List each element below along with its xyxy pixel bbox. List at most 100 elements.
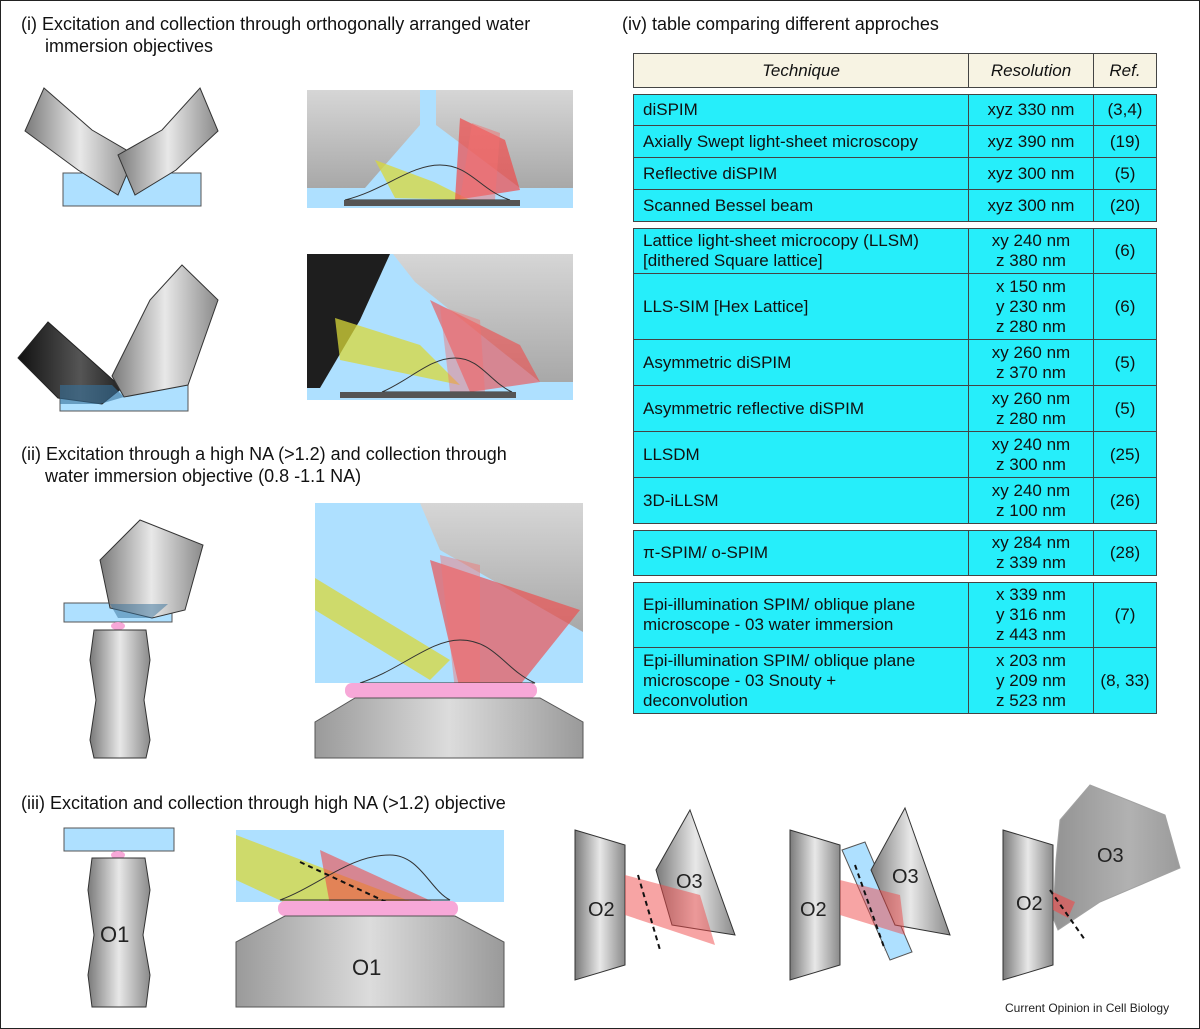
technique-line: Axially Swept light-sheet microscopy	[643, 131, 918, 151]
technique-line: microscope - 03 water immersion	[643, 615, 894, 634]
section-i-title: (i) Excitation and collection through or…	[21, 13, 530, 57]
section-i-title-line1: (i) Excitation and collection through or…	[21, 14, 531, 34]
resolution-line: z 339 nm	[996, 553, 1066, 572]
ref-cell: (5)	[1094, 340, 1157, 386]
technique-cell: LLS-SIM [Hex Lattice]	[633, 274, 969, 340]
technique-cell: Axially Swept light-sheet microscopy	[633, 126, 969, 158]
section-ii-title-line1: (ii) Excitation through a high NA (>1.2)…	[21, 444, 507, 464]
ref-text: (5)	[1114, 163, 1136, 183]
resolution-line: z 523 nm	[996, 690, 1066, 710]
ref-text: (20)	[1109, 195, 1141, 215]
technique-line: microscope - 03 Snouty +	[643, 670, 837, 690]
technique-cell: Scanned Bessel beam	[633, 190, 969, 222]
o3-label-b: O3	[892, 866, 919, 888]
resolution-line: z 280 nm	[996, 408, 1066, 428]
resolution-line: z 300 nm	[996, 454, 1066, 474]
orthogonal-lightsheet-detail	[307, 90, 573, 208]
asymmetric-lightsheet-detail	[307, 254, 573, 400]
resolution-line: z 370 nm	[996, 362, 1066, 382]
ref-text: (19)	[1109, 131, 1141, 151]
resolution-line: z 100 nm	[996, 500, 1066, 520]
o1-schematic: O1	[63, 827, 175, 1008]
resolution-line: xy 240 nm	[991, 480, 1071, 500]
table-row: Axially Swept light-sheet microscopy xyz …	[633, 126, 1157, 158]
ref-cell: (20)	[1094, 190, 1157, 222]
technique-cell: Asymmetric reflective diSPIM	[633, 386, 969, 432]
ref-cell: (3,4)	[1094, 94, 1157, 126]
o2-o3-snouty-schematic: O2 O3	[1002, 784, 1181, 981]
resolution-line: xyz 300 nm	[987, 195, 1075, 215]
ref-text: (6)	[1114, 296, 1136, 316]
technique-line: π-SPIM/ o-SPIM	[643, 543, 769, 562]
ref-text: (26)	[1109, 490, 1141, 510]
highna-excitation-schematic	[63, 519, 204, 759]
resolution-line: xyz 300 nm	[987, 163, 1075, 183]
resolution-line: x 339 nm	[996, 585, 1066, 604]
table-group-1: diSPIM xyz 330 nm (3,4) Axially Swept light…	[633, 94, 1157, 222]
ref-text: (6)	[1114, 241, 1136, 260]
technique-line: LLS-SIM [Hex Lattice]	[643, 296, 809, 316]
o2-label-c: O2	[1016, 893, 1043, 915]
ref-cell: (8, 33)	[1094, 648, 1157, 714]
technique-line: Scanned Bessel beam	[643, 195, 814, 215]
table-row: Scanned Bessel beam xyz 300 nm (20)	[633, 190, 1157, 222]
technique-line: Asymmetric reflective diSPIM	[643, 398, 865, 418]
resolution-cell: xyz 330 nm	[969, 94, 1094, 126]
header-ref: Ref.	[1094, 53, 1157, 88]
o1-lightsheet-detail: O1	[235, 830, 505, 1008]
resolution-line: z 380 nm	[996, 251, 1066, 270]
technique-cell: diSPIM	[633, 94, 969, 126]
technique-line: Epi-illumination SPIM/ oblique plane	[643, 650, 916, 670]
header-technique: Technique	[633, 53, 969, 88]
ref-cell: (26)	[1094, 478, 1157, 524]
section-ii-title-line2: water immersion objective (0.8 -1.1 NA)	[45, 466, 362, 486]
technique-line: Epi-illumination SPIM/ oblique plane	[643, 595, 916, 614]
ref-cell: (28)	[1094, 530, 1157, 576]
resolution-cell: xyz 300 nm	[969, 158, 1094, 190]
table-row: Lattice light-sheet microcopy (LLSM)[dit…	[633, 228, 1157, 274]
ref-cell: (5)	[1094, 386, 1157, 432]
resolution-line: y 209 nm	[996, 670, 1066, 690]
technique-cell: π-SPIM/ o-SPIM	[633, 530, 969, 576]
o3-label-a: O3	[676, 871, 703, 893]
o2-o3-air-schematic: O2 O3	[574, 808, 736, 981]
resolution-line: z 443 nm	[996, 625, 1066, 644]
ref-text: (5)	[1114, 352, 1136, 372]
ref-text: (3,4)	[1107, 100, 1143, 119]
ref-cell: (6)	[1094, 228, 1157, 274]
o2-label-b: O2	[800, 899, 827, 921]
resolution-line: xyz 390 nm	[987, 131, 1075, 151]
o1-label-large: O1	[352, 955, 381, 980]
ref-cell: (19)	[1094, 126, 1157, 158]
header-resolution: Resolution	[969, 53, 1094, 88]
table-body: diSPIM xyz 330 nm (3,4) Axially Swept light…	[633, 94, 1157, 714]
resolution-line: xy 260 nm	[991, 342, 1071, 362]
section-i-title-line2: immersion objectives	[45, 36, 214, 56]
ref-text: (8, 33)	[1100, 670, 1150, 690]
resolution-line: xy 240 nm	[991, 434, 1071, 454]
technique-line: diSPIM	[643, 100, 698, 119]
ref-cell: (25)	[1094, 432, 1157, 478]
technique-line: Reflective diSPIM	[643, 163, 778, 183]
journal-credit: Current Opinion in Cell Biology	[1005, 1001, 1170, 1015]
comparison-table: Technique Resolution Ref. diSPIM xyz 330 …	[633, 53, 1157, 714]
technique-line: Asymmetric diSPIM	[643, 352, 792, 372]
section-iii-title: (iii) Excitation and collection through …	[21, 793, 506, 813]
section-ii-title: (ii) Excitation through a high NA (>1.2)…	[21, 443, 507, 487]
o2-label-a: O2	[588, 899, 615, 921]
technique-line: LLSDM	[643, 444, 700, 464]
technique-cell: Asymmetric diSPIM	[633, 340, 969, 386]
